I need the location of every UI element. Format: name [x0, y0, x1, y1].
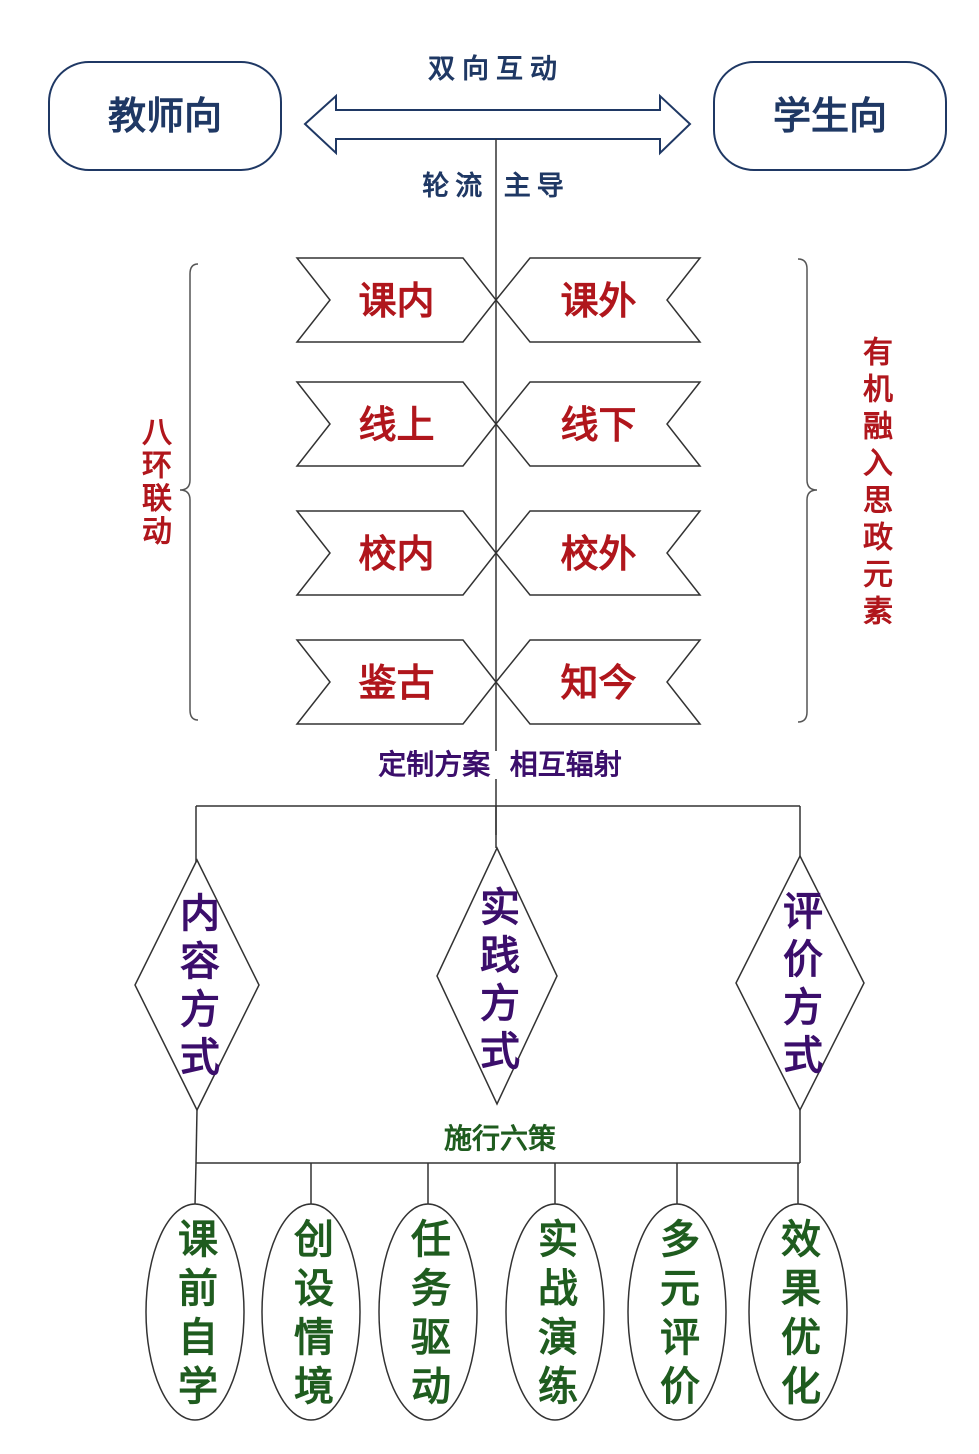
- ellipse-6: [748, 1203, 848, 1421]
- ellipse-1: [145, 1203, 245, 1421]
- chevron-left-4: [295, 639, 497, 725]
- strategy-1: 课前自学: [171, 1218, 217, 1414]
- strategy-4: 实战演练: [531, 1218, 577, 1414]
- student-label: 学生向: [772, 94, 887, 138]
- chevron-left-2: [295, 381, 497, 467]
- left-brace: [179, 263, 199, 721]
- pair-right-2: 线下: [560, 403, 637, 447]
- pair-left-2: 线上: [358, 403, 435, 447]
- chevron-left-3: [295, 510, 497, 596]
- ellipse-2: [261, 1203, 361, 1421]
- lead-label: 轮流 主导: [422, 171, 570, 202]
- ellipse-5: [627, 1203, 727, 1421]
- six-strategies-title: 施行六策: [443, 1122, 556, 1155]
- pair-left-1: 课内: [358, 279, 435, 323]
- diamond-practice: [436, 846, 558, 1106]
- chevron-right-1: [495, 257, 702, 343]
- method-branch: [195, 805, 801, 862]
- strategy-3: 任务驱动: [404, 1218, 450, 1414]
- right-brace-label: 有机融入思政元素: [857, 336, 892, 632]
- ellipse-3: [378, 1203, 478, 1421]
- method-content: 内容方式: [173, 892, 219, 1084]
- teacher-box: [48, 61, 282, 171]
- pair-right-4: 知今: [560, 661, 637, 705]
- ellipse-4: [505, 1203, 605, 1421]
- pair-right-1: 课外: [560, 279, 637, 323]
- method-evaluation: 评价方式: [776, 890, 822, 1082]
- chevron-right-4: [495, 639, 702, 725]
- student-box: [713, 61, 947, 171]
- method-practice: 实践方式: [473, 886, 519, 1078]
- chevron-left-1: [295, 257, 497, 343]
- strategy-6: 效果优化: [774, 1218, 820, 1414]
- pair-right-3: 校外: [560, 532, 637, 576]
- strategy-2: 创设情境: [287, 1218, 333, 1414]
- teacher-label: 教师向: [107, 94, 222, 138]
- chevron-right-3: [495, 510, 702, 596]
- left-brace-label: 八环联动: [136, 416, 171, 548]
- right-brace: [797, 258, 818, 723]
- custom-plan-label: 定制方案 相互辐射: [340, 751, 660, 779]
- strategy-5: 多元评价: [653, 1218, 699, 1414]
- pair-left-4: 鉴古: [358, 661, 435, 705]
- chevron-right-2: [495, 381, 702, 467]
- double-arrow: [303, 93, 692, 156]
- pair-left-3: 校内: [358, 532, 435, 576]
- strategy-branch: [194, 1109, 801, 1206]
- interaction-label: 双向互动: [428, 54, 564, 85]
